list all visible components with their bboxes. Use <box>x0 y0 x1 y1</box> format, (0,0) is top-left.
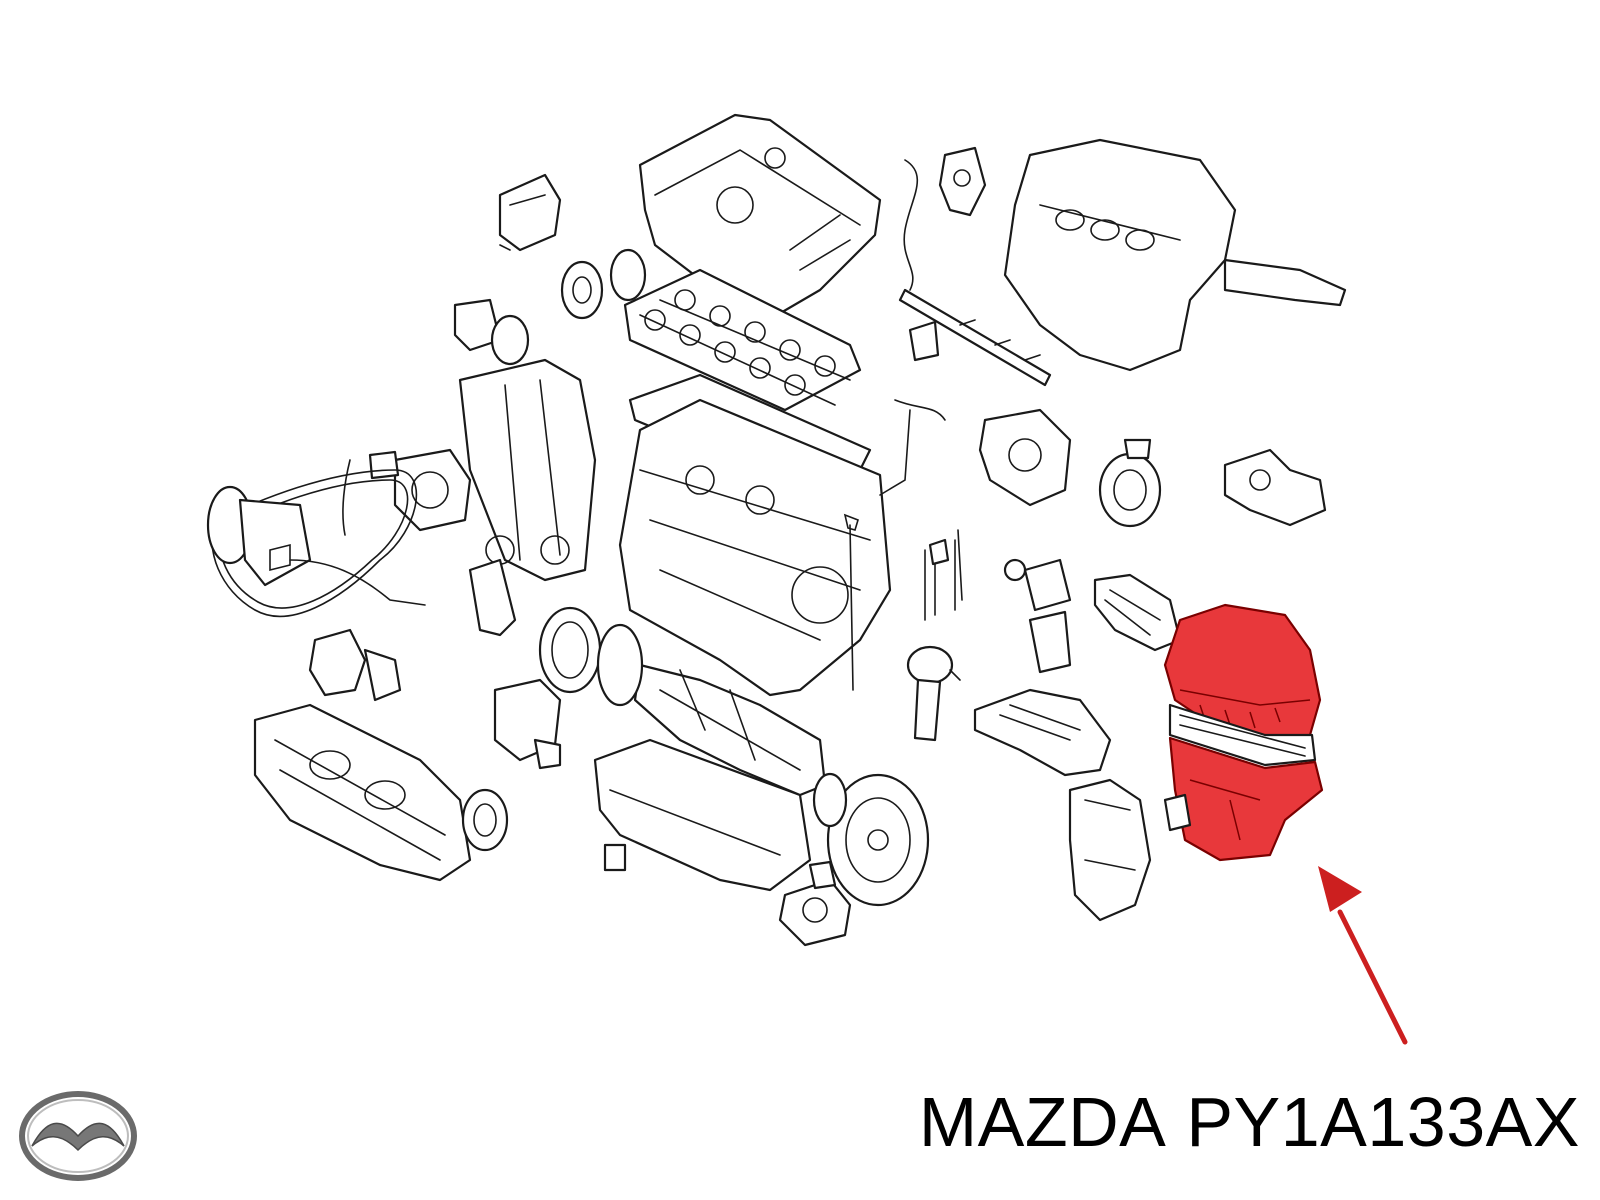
timing-chain <box>468 558 517 637</box>
fuel-rail <box>898 288 1052 387</box>
thermostat-housing <box>978 408 1072 507</box>
throttle-body <box>461 788 509 852</box>
crank-pulley <box>538 606 644 707</box>
flywheel <box>812 772 930 907</box>
coolant-pipe <box>289 459 426 606</box>
oil-dipstick <box>843 513 859 691</box>
egr-valve <box>1098 438 1162 528</box>
crankshaft <box>633 663 827 797</box>
mazda-logo-icon <box>19 1091 137 1181</box>
timing-chain-cover <box>458 358 597 582</box>
oil-filter <box>1003 558 1072 674</box>
engine-mount-left <box>498 173 562 252</box>
air-intake-duct <box>973 688 1112 777</box>
part-caption: MAZDA PY1A133AX <box>919 1082 1580 1162</box>
valves <box>924 529 963 621</box>
engine-block <box>618 398 892 697</box>
starter-motor <box>778 878 852 947</box>
cam-position-sensor <box>938 146 987 217</box>
alternator <box>368 448 472 532</box>
vvt-actuator <box>453 298 530 366</box>
brand-name: MAZDA <box>918 1083 1167 1161</box>
air-filter-housing-highlighted <box>1163 603 1324 862</box>
oil-pump <box>493 678 562 770</box>
coolant-hose <box>879 159 946 496</box>
oil-pan <box>593 738 812 892</box>
piston-connecting-rod <box>906 645 961 742</box>
intake-hose <box>1093 573 1182 652</box>
sensor <box>808 860 837 890</box>
camshaft-assembly <box>623 268 862 412</box>
drain-plug <box>603 843 627 872</box>
pointer-arrow-icon <box>1318 866 1408 1045</box>
air-filter-bracket <box>1068 778 1152 922</box>
part-number: PY1A133AX <box>1186 1083 1580 1161</box>
intake-manifold <box>253 703 472 882</box>
ac-compressor <box>206 485 312 587</box>
water-pump <box>308 628 402 702</box>
engine-mount-right <box>1223 448 1327 527</box>
exhaust-manifold <box>1003 138 1347 372</box>
cam-sprocket <box>560 248 647 320</box>
drive-belt <box>211 469 418 618</box>
